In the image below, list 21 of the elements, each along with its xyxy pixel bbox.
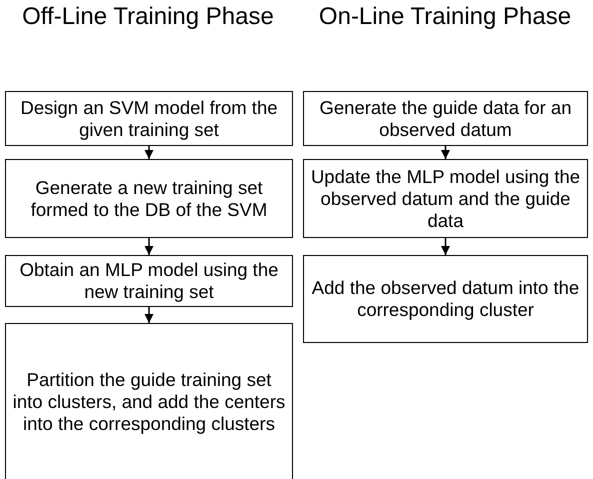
arrow bbox=[144, 307, 154, 323]
step-text: Add the observed datum into the corresponding cluster bbox=[310, 277, 580, 321]
process-box bbox=[303, 159, 588, 238]
process-box bbox=[5, 91, 293, 146]
arrow bbox=[441, 238, 450, 255]
column-heading: Off-Line Training Phase bbox=[21, 2, 275, 31]
process-box bbox=[303, 91, 588, 146]
process-box bbox=[5, 323, 293, 479]
step-text: Update the MLP model using the observed datum and the guide data bbox=[310, 166, 581, 232]
column-heading: On-Line Training Phase bbox=[318, 2, 572, 31]
step-text: Design an SVM model from the given training set bbox=[19, 96, 279, 140]
arrow bbox=[441, 146, 450, 159]
step-text: Generate a new training set formed to the DB of the SVM bbox=[30, 176, 268, 220]
process-box bbox=[5, 255, 293, 307]
step-text: Obtain an MLP model using the new training set bbox=[18, 259, 280, 303]
process-box bbox=[5, 159, 293, 238]
arrow bbox=[144, 238, 154, 255]
process-box bbox=[303, 255, 588, 343]
step-text: Partition the guide training set into clusters, and add the centers into the corresponding clusters bbox=[12, 369, 286, 435]
step-text: Generate the guide data for an observed datum bbox=[318, 96, 572, 140]
arrow bbox=[144, 146, 154, 159]
